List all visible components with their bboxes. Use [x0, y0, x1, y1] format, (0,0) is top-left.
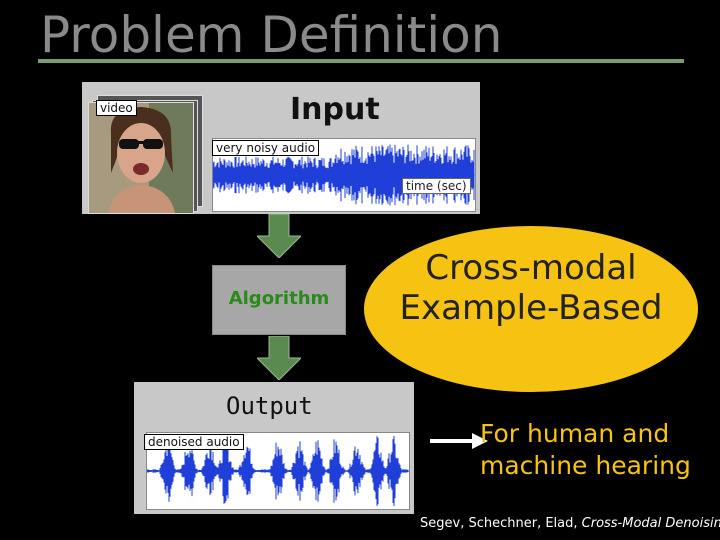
noisy-waveform-plot [213, 144, 475, 206]
citation-authors: Segev, Schechner, Elad, [420, 516, 582, 531]
denoised-audio-tag: denoised audio [144, 434, 244, 450]
approach-line-1: Cross-modal [425, 248, 637, 288]
algorithm-box [212, 265, 346, 335]
approach-ellipse [364, 226, 698, 392]
face-image-icon [89, 103, 193, 213]
noisy-waveform-trace [213, 144, 475, 206]
video-tag: video [96, 100, 137, 116]
denoised-waveform-plot [147, 436, 409, 506]
use-line-2: machine hearing [480, 451, 691, 480]
down-arrow-icon [257, 336, 301, 380]
video-frame-face [88, 102, 194, 214]
noisy-audio-tag: very noisy audio [212, 140, 320, 156]
input-label: Input [290, 92, 380, 127]
down-arrow-icon [257, 214, 301, 258]
time-axis-label: time (sec) [402, 178, 471, 194]
approach-line-2: Example-Based [399, 288, 663, 328]
use-line-1: For human and [480, 419, 670, 448]
approach-text: Cross-modal Example-Based [364, 248, 698, 328]
right-arrow-icon [430, 433, 488, 449]
output-label: Output [226, 392, 313, 420]
denoised-waveform-trace [147, 436, 409, 506]
slide-title: Problem Definition [40, 6, 503, 64]
citation: Segev, Schechner, Elad, Cross-Modal Deno… [420, 516, 720, 531]
algorithm-label: Algorithm [228, 288, 330, 309]
citation-title: Cross-Modal Denoising [581, 516, 720, 531]
use-case-text: For human and machine hearing [480, 418, 691, 482]
title-underline [38, 59, 684, 63]
